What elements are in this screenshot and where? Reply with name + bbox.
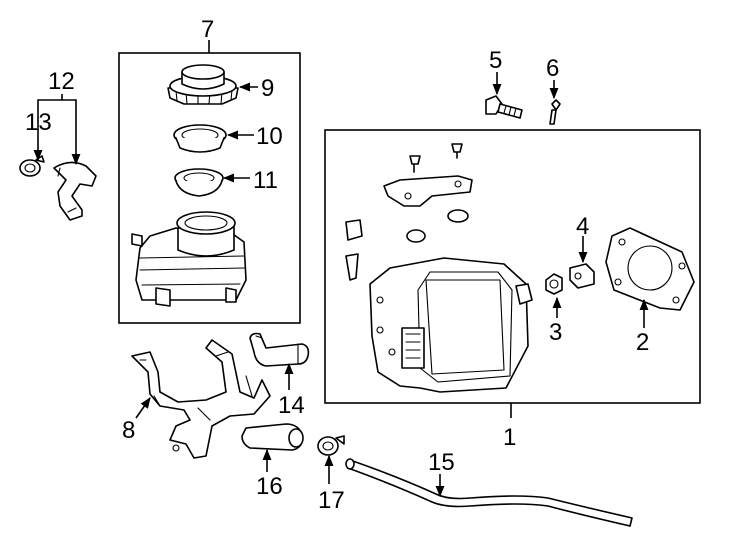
leader-12-hose	[62, 99, 81, 166]
callout-16: 16	[256, 473, 283, 500]
modulator-group-box	[324, 129, 701, 404]
brake-line-part	[345, 458, 633, 527]
reservoir-cap-part	[167, 64, 239, 105]
callout-4: 4	[576, 213, 589, 240]
callout-5: 5	[489, 47, 502, 74]
clip-part	[569, 263, 595, 289]
callout-14: 14	[278, 392, 305, 419]
seal-part	[174, 168, 224, 197]
callout-labels: 1 2 3 4 5 6 7 8 9 10 11 12 13 14 15 16 1…	[25, 16, 649, 514]
callout-11: 11	[253, 167, 278, 194]
callout-8: 8	[122, 417, 135, 444]
callout-1: 1	[503, 424, 516, 451]
pin-part	[549, 99, 561, 125]
leader-8	[135, 397, 151, 419]
gasket-part	[605, 227, 695, 311]
reservoir-body-part	[131, 211, 247, 307]
leader-lines	[33, 40, 649, 498]
reservoir-hose-part	[53, 161, 97, 221]
hose-14-part	[249, 332, 310, 367]
modulator-assembly-part	[345, 143, 533, 393]
callout-13: 13	[25, 109, 52, 136]
callout-10: 10	[256, 123, 283, 150]
callout-2: 2	[636, 329, 649, 356]
hose-clamp-part	[19, 155, 45, 177]
bolt-part	[485, 95, 523, 119]
callout-12: 12	[48, 68, 75, 95]
leader-12-13	[33, 94, 63, 162]
hose-16-part	[241, 423, 304, 451]
strainer-part	[173, 124, 227, 153]
callout-7: 7	[201, 16, 214, 43]
callout-9: 9	[261, 75, 274, 102]
clamp-17-part	[317, 435, 345, 456]
bracket-part	[131, 339, 271, 459]
callout-3: 3	[549, 319, 562, 346]
nut-part	[545, 273, 563, 295]
callout-17: 17	[318, 487, 345, 514]
callout-15: 15	[428, 449, 455, 476]
callout-6: 6	[546, 55, 559, 82]
